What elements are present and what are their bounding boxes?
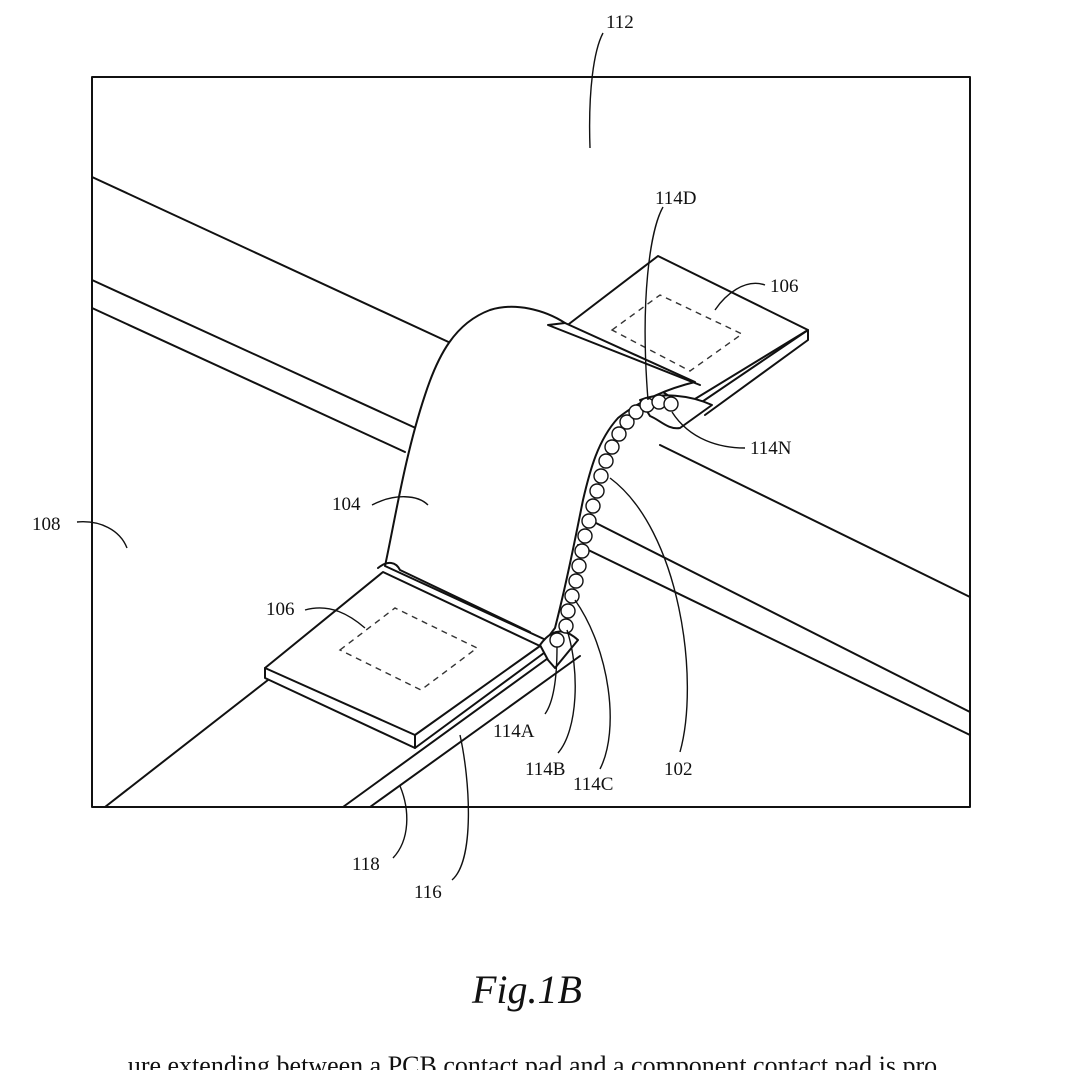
rail-band-inner (92, 308, 405, 452)
rail-band-edge (92, 280, 420, 430)
particle (590, 484, 604, 498)
ref-112: 112 (606, 12, 634, 33)
particle (565, 589, 579, 603)
particle (572, 559, 586, 573)
ref-118: 118 (352, 854, 380, 875)
particle (664, 397, 678, 411)
ref-114C: 114C (573, 774, 613, 795)
caption-fragment: ure extending between a PCB contact pad … (0, 1040, 1065, 1070)
figure-title: Fig.1B (471, 967, 582, 1012)
particle (559, 619, 573, 633)
ref-106-bottom: 106 (266, 599, 295, 620)
rail-top-edge (92, 177, 455, 345)
strip-left-edge (105, 680, 268, 807)
particle (599, 454, 613, 468)
rail-right-top (660, 445, 970, 597)
particle (550, 633, 564, 647)
particle (578, 529, 592, 543)
particle (605, 440, 619, 454)
leader-108 (77, 522, 127, 548)
ref-106-top: 106 (770, 276, 799, 297)
ref-102: 102 (664, 759, 693, 780)
particle (582, 514, 596, 528)
particle (612, 427, 626, 441)
particle (586, 499, 600, 513)
particle (569, 574, 583, 588)
rail-right-mid (590, 520, 970, 712)
leader-102 (610, 478, 687, 752)
particle (594, 469, 608, 483)
particle (561, 604, 575, 618)
ref-114B: 114B (525, 759, 565, 780)
leader-118 (393, 786, 407, 858)
ref-116: 116 (414, 882, 442, 903)
ref-114N: 114N (750, 438, 792, 459)
leader-112 (590, 33, 603, 148)
ref-104: 104 (332, 494, 361, 515)
particle (575, 544, 589, 558)
ref-108: 108 (32, 514, 61, 535)
ref-114A: 114A (493, 721, 535, 742)
rail-right-lower (578, 545, 970, 735)
leader-114C (575, 600, 610, 769)
ref-114D: 114D (655, 188, 697, 209)
